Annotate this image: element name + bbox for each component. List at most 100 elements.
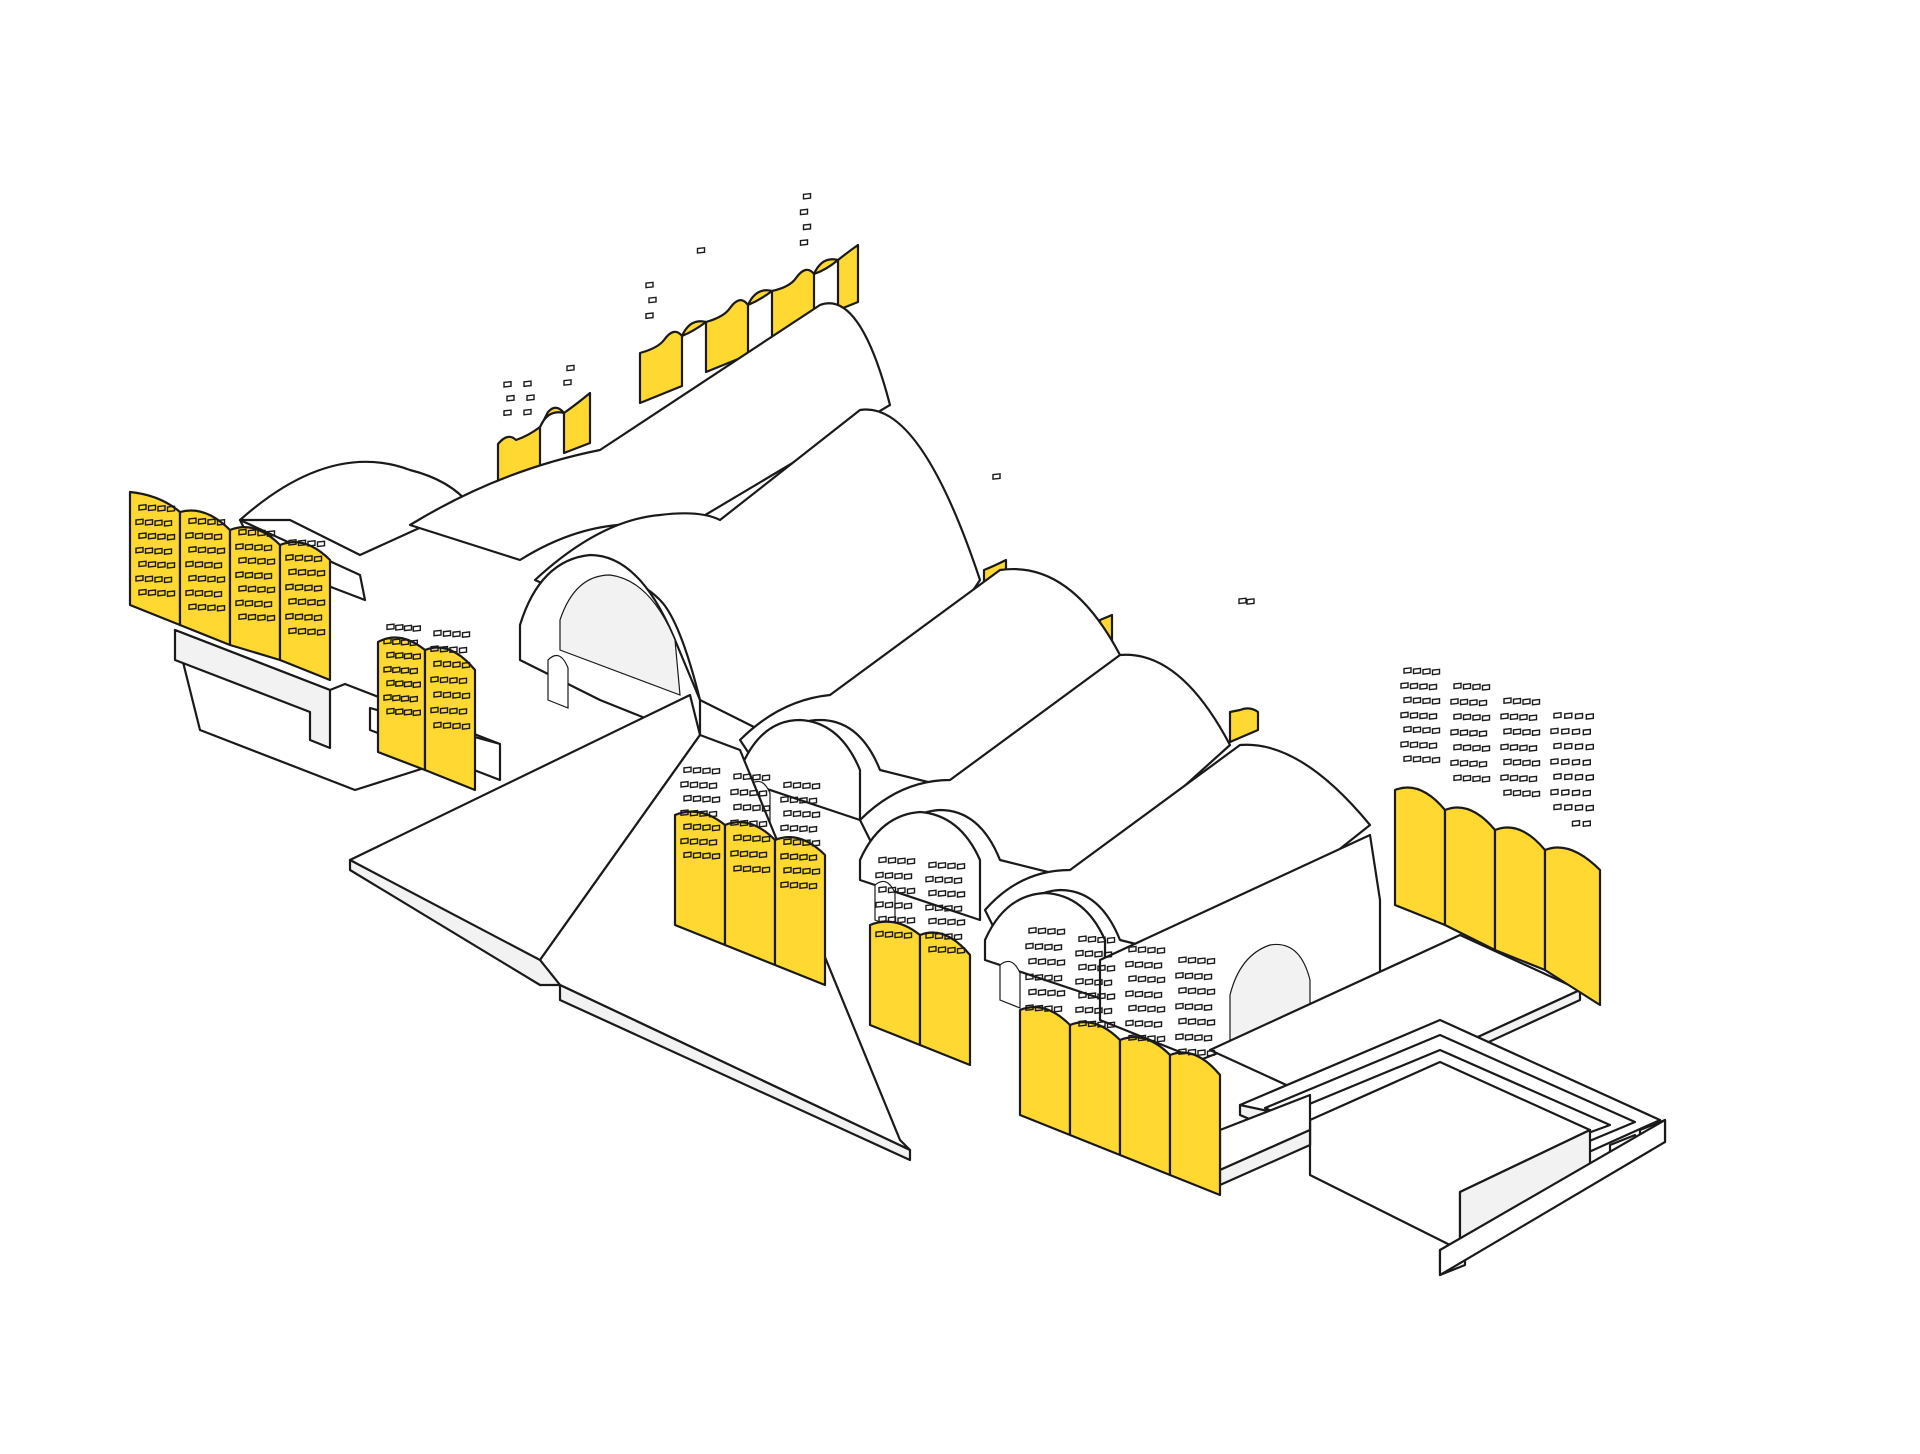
perforation	[937, 918, 947, 925]
perforation	[197, 546, 207, 554]
perforation	[799, 825, 808, 833]
screen-panel	[1543, 846, 1602, 1007]
perforation	[944, 933, 953, 940]
perforation	[928, 889, 937, 897]
perforation	[188, 574, 197, 582]
perforation	[213, 562, 223, 569]
perforation	[1206, 1019, 1216, 1026]
perforation	[1585, 774, 1595, 781]
perforation	[928, 945, 937, 953]
perforation	[138, 532, 147, 540]
perforation	[708, 782, 718, 790]
screen-panel	[1118, 1036, 1172, 1177]
perforation	[1097, 936, 1106, 944]
perforation	[761, 866, 771, 874]
perforation	[897, 857, 906, 865]
perforation	[1553, 711, 1562, 719]
perforation	[297, 568, 307, 576]
perforation	[1178, 1017, 1187, 1025]
perforation	[1025, 973, 1034, 981]
perforation	[1462, 713, 1472, 721]
perforation	[1106, 936, 1116, 944]
perforation	[1512, 728, 1522, 736]
perforation	[799, 797, 808, 804]
perforation	[811, 811, 821, 819]
perforation	[207, 547, 216, 554]
perforation	[711, 767, 721, 775]
perforation	[285, 612, 294, 620]
perforation	[1519, 713, 1528, 721]
perforation	[247, 613, 257, 621]
perforation	[1087, 935, 1097, 943]
perforation	[1206, 988, 1216, 996]
perforation	[307, 569, 316, 577]
perforation	[1153, 1021, 1163, 1028]
perforation	[1582, 728, 1592, 736]
perforation	[1178, 956, 1187, 964]
perforation	[1184, 972, 1194, 980]
perforation	[288, 568, 297, 576]
perforation	[808, 882, 818, 890]
perforation	[1512, 697, 1522, 705]
perforation	[1550, 758, 1559, 765]
perforation	[1097, 1020, 1106, 1028]
perforation	[461, 723, 471, 730]
perforation	[185, 589, 194, 597]
perforation	[166, 590, 176, 598]
perforation	[1103, 979, 1113, 987]
perforation	[166, 561, 176, 569]
perforation	[449, 707, 458, 715]
perforation	[263, 600, 273, 608]
perforation	[442, 722, 452, 729]
perforation	[742, 773, 752, 781]
perforation	[395, 680, 404, 687]
perforation	[878, 886, 887, 893]
perforation	[1175, 1002, 1184, 1010]
perforation	[937, 861, 947, 869]
perforation	[1478, 760, 1488, 768]
screen-panel	[1228, 707, 1260, 744]
perforation	[887, 916, 897, 923]
perforation	[1400, 682, 1409, 689]
perforation	[692, 795, 702, 803]
perforation	[400, 638, 410, 646]
perforation	[733, 864, 742, 872]
perforation	[956, 891, 966, 898]
perforation	[1550, 727, 1559, 735]
perforation	[430, 706, 439, 714]
perforation	[409, 639, 418, 647]
perforation	[875, 901, 884, 908]
perforation	[1103, 951, 1113, 959]
perforation	[163, 520, 173, 527]
screen-panel	[1018, 1006, 1072, 1137]
perforation	[1134, 990, 1144, 998]
perforation	[235, 599, 244, 607]
perforation	[1412, 667, 1422, 675]
perforation	[1125, 990, 1134, 998]
perforation	[953, 933, 963, 941]
perforation	[449, 646, 458, 654]
perforation	[1175, 971, 1184, 979]
perforation	[708, 810, 718, 818]
perforation	[702, 852, 711, 860]
perforation	[430, 675, 439, 683]
perforation	[956, 947, 966, 955]
stepped-court	[1218, 1018, 1667, 1277]
perforation	[1428, 683, 1438, 691]
perforation	[1419, 741, 1428, 749]
perforation	[1184, 1033, 1194, 1041]
perforation	[238, 613, 247, 621]
perforation	[1047, 989, 1056, 997]
screen-panel	[496, 391, 592, 486]
perforation	[1481, 714, 1491, 722]
perforation	[563, 379, 572, 386]
perforation	[412, 625, 421, 632]
perforation	[1531, 760, 1541, 767]
vault-shell	[408, 302, 892, 562]
perforation	[903, 932, 913, 939]
perforation	[194, 589, 204, 597]
perforation	[884, 931, 894, 938]
vault-end-wall	[858, 810, 982, 922]
perforation	[742, 804, 752, 811]
perforation	[711, 824, 721, 832]
